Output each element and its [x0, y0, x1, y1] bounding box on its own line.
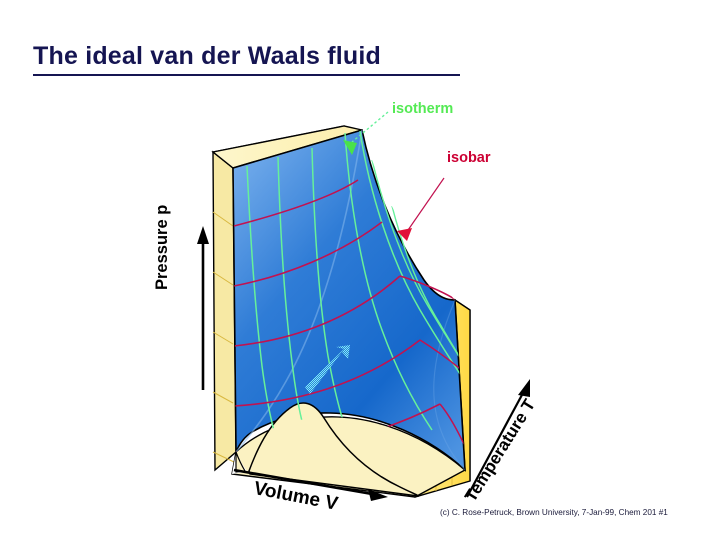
isotherm-leader [343, 111, 389, 155]
surface-pointer-icon [305, 345, 350, 394]
pressure-axis-arrow [197, 226, 209, 390]
credit-line: (c) C. Rose-Petruck, Brown University, 7… [440, 508, 668, 517]
isotherm-callout-label: isotherm [392, 101, 454, 117]
page-title: The ideal van der Waals fluid [33, 42, 382, 70]
temperature-axis-arrow [466, 379, 530, 498]
isobar-leader [397, 177, 445, 241]
vdw-surface-body [232, 128, 466, 472]
volume-axis-arrow [233, 468, 388, 501]
isobar-callout-label: isobar [447, 150, 491, 166]
title-underline [33, 74, 460, 76]
pressure-axis-label: Pressure p [153, 204, 171, 290]
